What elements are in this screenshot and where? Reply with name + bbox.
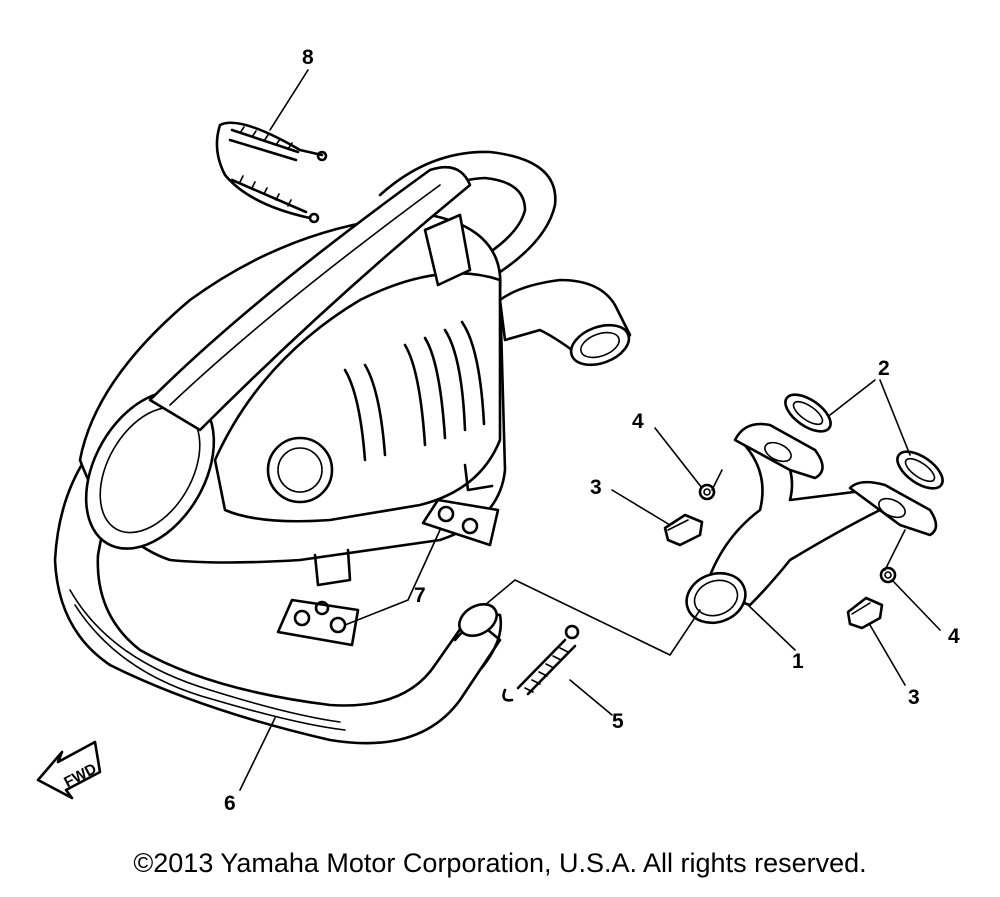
connector-line <box>884 529 906 571</box>
bolt-part-3 <box>663 513 884 630</box>
exhaust-parts-diagram: 8 2 4 3 7 1 4 3 5 6 FWD <box>36 46 960 815</box>
callout-2: 2 <box>878 357 890 380</box>
callout-1: 1 <box>792 650 804 673</box>
connector-line <box>711 469 723 491</box>
spring-part-5 <box>502 624 580 702</box>
callout-4-lower: 4 <box>948 625 960 648</box>
callout-5: 5 <box>612 710 624 733</box>
connector-line <box>484 579 701 656</box>
forward-arrow-icon: FWD <box>36 740 102 800</box>
muffler-assembly-part-6 <box>53 150 632 745</box>
gasket-part-2 <box>784 393 944 490</box>
mounting-plate-part-7 <box>276 498 500 647</box>
callout-4-upper: 4 <box>632 410 644 433</box>
callout-8: 8 <box>302 46 314 69</box>
y-exhaust-pipe-part-1 <box>685 422 938 625</box>
callout-6: 6 <box>224 792 236 815</box>
callout-3-lower: 3 <box>908 686 920 709</box>
leader-lines <box>239 69 941 791</box>
callout-7: 7 <box>414 584 426 607</box>
washer-part-4 <box>698 483 897 584</box>
copyright-notice: ©2013 Yamaha Motor Corporation, U.S.A. A… <box>133 848 867 878</box>
callout-3-upper: 3 <box>590 476 602 499</box>
spring-hook-part-8 <box>215 121 328 224</box>
